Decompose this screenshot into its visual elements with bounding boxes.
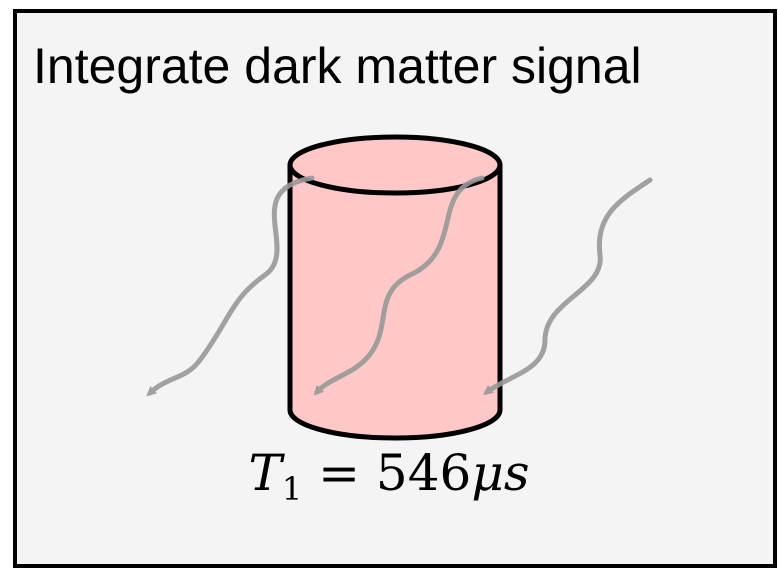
wavy-arrow-icon xyxy=(146,175,315,397)
t1-subscript: 1 xyxy=(281,470,303,508)
panel-title: Integrate dark matter signal xyxy=(33,38,642,94)
t1-symbol: T xyxy=(248,444,282,502)
t1-value: 546 xyxy=(375,444,472,502)
cylinder-detector-icon xyxy=(287,134,503,441)
t1-unit: μs xyxy=(471,444,530,502)
t1-equation: T1 = 546μs xyxy=(0,448,778,505)
wavy-arrow-icon xyxy=(482,177,653,395)
wavy-arrow-icon xyxy=(313,175,485,396)
equals-sign: = xyxy=(302,444,376,502)
